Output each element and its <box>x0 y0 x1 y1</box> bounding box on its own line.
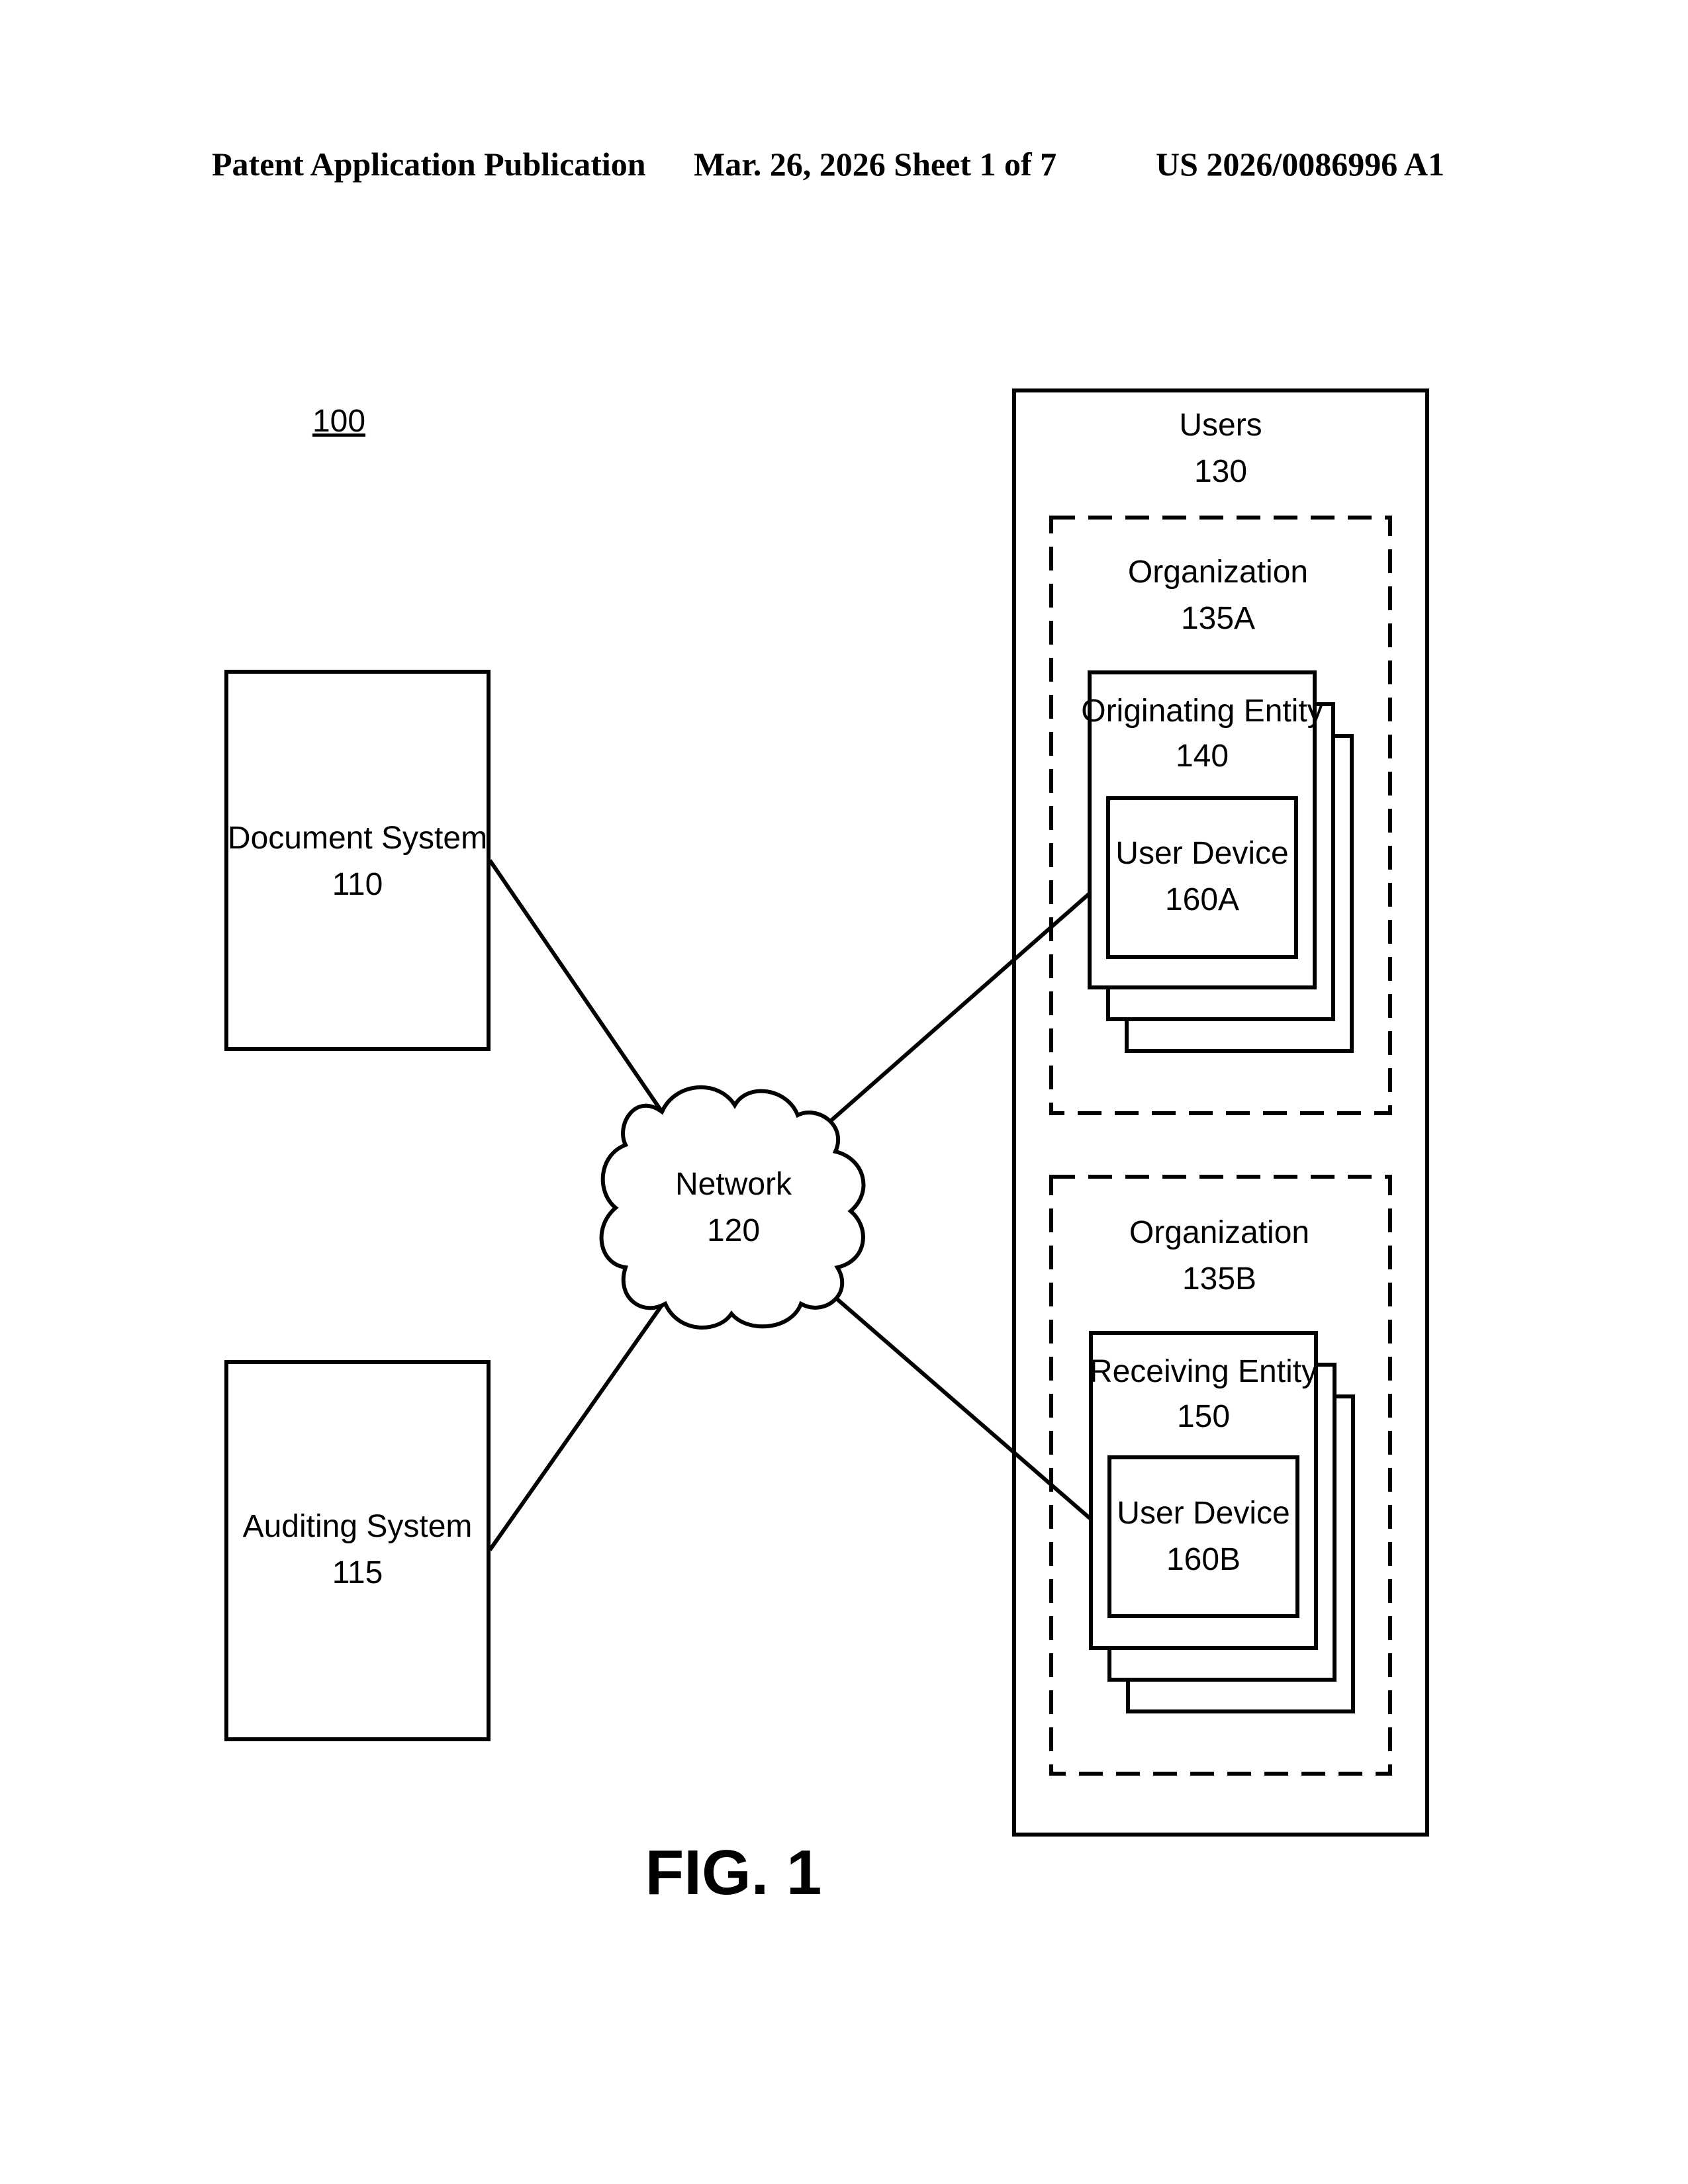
network-title: Network <box>675 1167 792 1202</box>
link-document-network <box>490 860 662 1112</box>
originating-entity-title: Originating Entity <box>1081 694 1323 729</box>
users-ref: 130 <box>1194 454 1247 489</box>
originating-entity-ref: 140 <box>1176 739 1229 774</box>
cloud-shape <box>602 1087 864 1328</box>
receiving-entity-title: Receiving Entity <box>1090 1354 1317 1389</box>
network-ref: 120 <box>707 1213 760 1248</box>
figure-label: FIG. 1 <box>645 1837 822 1908</box>
auditing-system-box: Auditing System 115 <box>226 1362 489 1739</box>
user-device-a-title: User Device <box>1115 836 1288 871</box>
user-device-b-ref: 160B <box>1166 1542 1241 1577</box>
link-network-device-a <box>827 878 1107 1124</box>
link-auditing-network <box>490 1305 662 1550</box>
user-device-b-title: User Device <box>1117 1496 1289 1531</box>
receiving-entity-ref: 150 <box>1177 1399 1230 1434</box>
users-title: Users <box>1179 408 1262 443</box>
network-cloud: Network 120 <box>602 1087 864 1328</box>
organization-b-ref: 135B <box>1182 1261 1256 1297</box>
document-system-ref: 110 <box>332 867 383 902</box>
document-system-box: Document System 110 <box>226 672 489 1049</box>
auditing-system-title: Auditing System <box>243 1509 473 1544</box>
organization-a-ref: 135A <box>1181 601 1255 636</box>
auditing-system-ref: 115 <box>332 1555 383 1590</box>
user-device-b-box: User Device 160B <box>1109 1457 1297 1616</box>
organization-a-title: Organization <box>1128 555 1308 590</box>
link-network-device-b <box>829 1292 1108 1534</box>
user-device-a-box: User Device 160A <box>1108 798 1296 957</box>
diagram-ref-number: 100 <box>312 404 365 439</box>
document-system-title: Document System <box>228 821 487 856</box>
user-device-a-ref: 160A <box>1165 882 1239 917</box>
organization-b-title: Organization <box>1129 1215 1309 1250</box>
